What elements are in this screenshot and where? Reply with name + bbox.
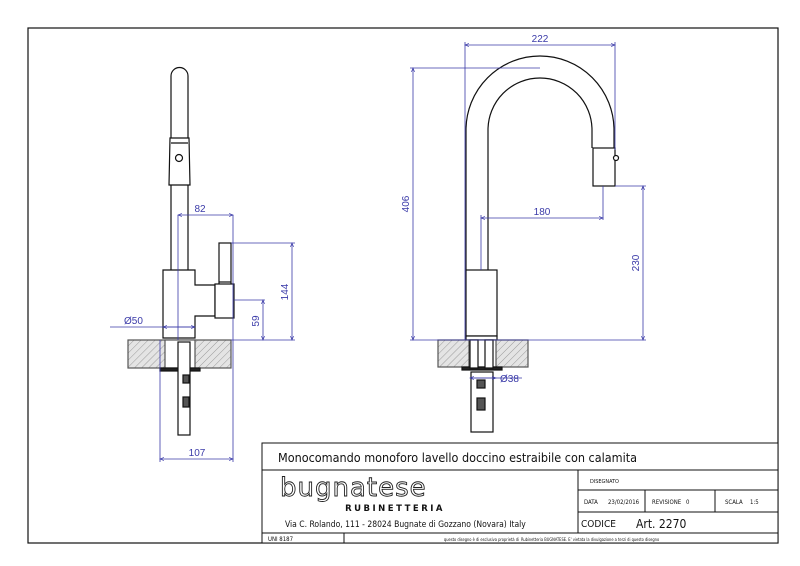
codice-label: CODICE bbox=[581, 519, 616, 530]
scala-label: SCALA bbox=[725, 499, 743, 506]
side-view bbox=[127, 66, 235, 436]
front-spout-inner bbox=[487, 77, 593, 270]
side-supply-hose bbox=[177, 341, 191, 436]
brand-subtitle: RUBINETTERIA bbox=[345, 504, 445, 514]
disegnato-label: DISEGNATO bbox=[590, 479, 619, 485]
disclaimer-part2: Rubinetteria BUGNATESE. E' vietata la di… bbox=[521, 537, 659, 542]
dim-82: 82 bbox=[194, 204, 206, 215]
data-label: DATA bbox=[584, 499, 598, 506]
revisione-value: 0 bbox=[686, 499, 690, 506]
company-address: Via C. Rolando, 111 - 28024 Bugnate di G… bbox=[285, 520, 526, 530]
dim-230: 230 bbox=[631, 254, 642, 271]
dim-d50: Ø50 bbox=[124, 316, 143, 327]
front-view bbox=[437, 55, 620, 433]
revisione-label: REVISIONE bbox=[652, 499, 682, 506]
dim-144: 144 bbox=[280, 283, 291, 300]
front-dimensions bbox=[410, 42, 646, 378]
brand-logo: bugnatese bbox=[280, 473, 427, 503]
side-dimensions bbox=[110, 215, 295, 462]
front-spout-outer bbox=[465, 55, 615, 270]
spray-button-icon bbox=[612, 154, 620, 162]
scala-value: 1:5 bbox=[750, 499, 759, 506]
dim-406: 406 bbox=[401, 195, 412, 212]
standard-label: UNI 8187 bbox=[268, 536, 293, 543]
side-lever bbox=[218, 242, 232, 288]
data-value: 23/02/2016 bbox=[608, 499, 640, 506]
title-block bbox=[261, 442, 779, 544]
codice-value: Art. 2270 bbox=[636, 517, 687, 531]
side-body bbox=[162, 269, 216, 339]
drawing-title: Monocomando monoforo lavello doccino est… bbox=[278, 450, 637, 465]
dim-222: 222 bbox=[532, 34, 549, 45]
front-body bbox=[465, 269, 498, 337]
disclaimer-part1: questo disegno è di esclusiva proprietà … bbox=[444, 537, 519, 542]
dim-107: 107 bbox=[189, 448, 206, 459]
spray-button-icon bbox=[174, 153, 184, 163]
dim-59: 59 bbox=[251, 315, 262, 327]
front-spray-head bbox=[592, 147, 616, 187]
side-cartridge bbox=[214, 283, 235, 319]
dim-d38: Ø38 bbox=[500, 374, 519, 385]
dim-180: 180 bbox=[534, 207, 551, 218]
